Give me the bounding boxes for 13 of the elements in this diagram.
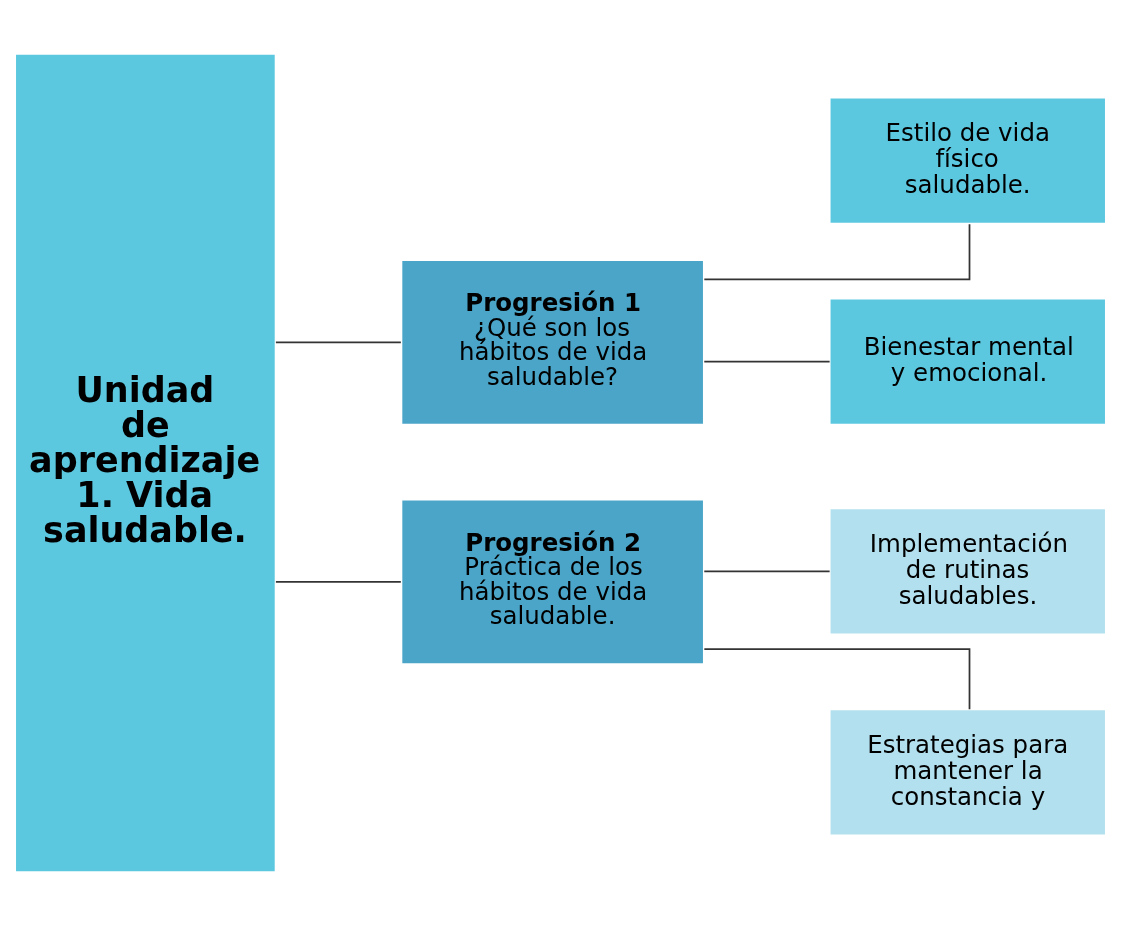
node-box: Progresión 1 ¿Qué son los hábitos de vida saludable? bbox=[400, 259, 705, 426]
connector bbox=[703, 223, 971, 281]
connector bbox=[703, 648, 971, 711]
node-box: Unidad de aprendizaje 1. Vida saludable. bbox=[14, 53, 277, 873]
connector bbox=[275, 341, 402, 344]
connector bbox=[703, 360, 831, 363]
connector bbox=[275, 581, 402, 583]
node-box: Implementación de rutinas saludables. bbox=[828, 507, 1107, 636]
node-box: Estrategias para mantener la constancia y bbox=[828, 708, 1107, 837]
connector bbox=[703, 570, 831, 573]
node-box: Progresión 2 Práctica de los hábitos de vida saludable. bbox=[400, 498, 705, 665]
node-box: Bienestar mental y emocional. bbox=[828, 297, 1107, 426]
node-box: Estilo de vida físico saludable. bbox=[828, 96, 1107, 225]
